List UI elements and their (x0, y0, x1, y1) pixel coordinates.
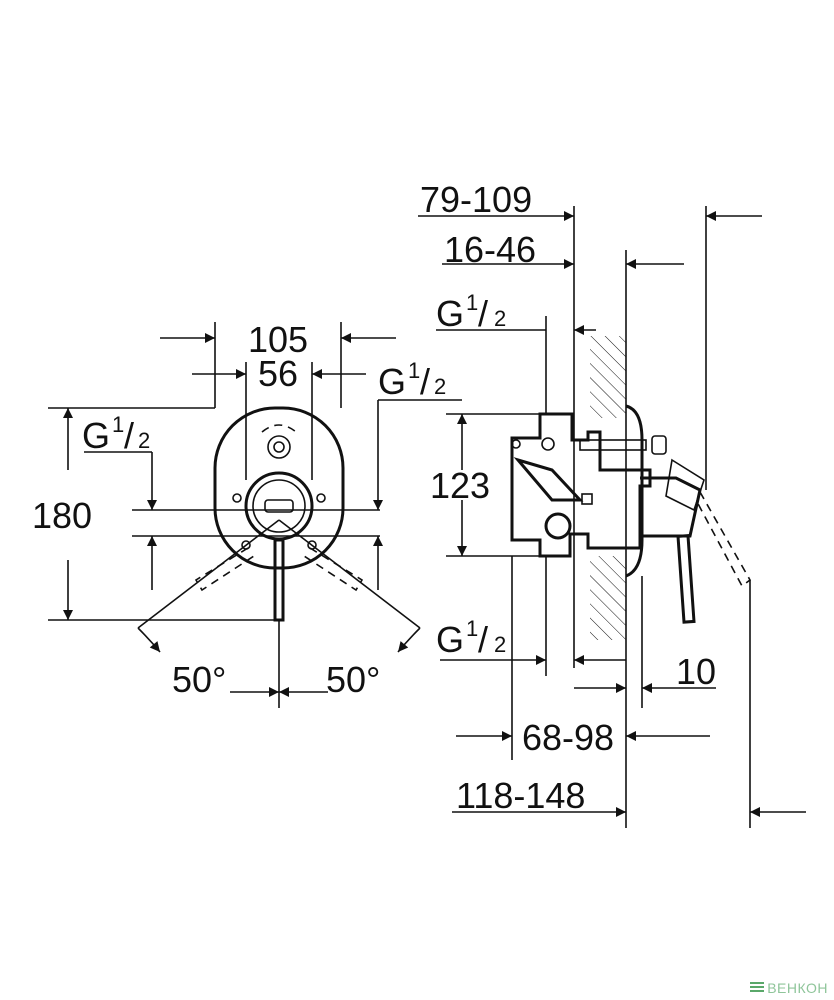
diverter-knob (267, 435, 291, 459)
svg-text:2: 2 (494, 632, 506, 657)
thread-label-side-top: G 1 / 2 (436, 290, 506, 334)
thread-label-side-bottom: G 1 / 2 (436, 616, 506, 660)
svg-text:/: / (478, 619, 488, 660)
wall-section-bottom (590, 556, 626, 640)
dim-180: 180 (32, 495, 92, 536)
dim-10: 10 (676, 651, 716, 692)
svg-text:/: / (124, 415, 134, 456)
side-lever (676, 534, 696, 624)
svg-text:2: 2 (434, 374, 446, 399)
svg-text:1: 1 (408, 358, 420, 383)
dim-123: 123 (430, 465, 490, 506)
dim-angle-right: 50° (326, 659, 380, 700)
svg-text:1: 1 (466, 616, 478, 641)
front-dimensions (48, 322, 462, 708)
svg-text:2: 2 (494, 306, 506, 331)
svg-text:G: G (378, 361, 406, 402)
dim-16-46: 16-46 (444, 229, 536, 270)
dim-angle-left: 50° (172, 659, 226, 700)
svg-text:2: 2 (138, 428, 150, 453)
side-dimensions (418, 206, 806, 828)
mixer-lever (273, 538, 285, 622)
svg-text:1: 1 (466, 290, 478, 315)
dim-79-109: 79-109 (420, 179, 532, 220)
brand-mark-icon (750, 982, 765, 994)
svg-text:G: G (436, 293, 464, 334)
handle-rosette (244, 471, 314, 541)
front-view (194, 406, 364, 622)
dim-68-98: 68-98 (522, 717, 614, 758)
watermark: ВЕНКОН (750, 980, 828, 996)
thread-label-front-right: G 1 / 2 (378, 358, 446, 402)
escutcheon-plate (213, 406, 345, 570)
dim-105: 105 (248, 319, 308, 360)
svg-text:/: / (420, 361, 430, 402)
thread-label-front-left: G 1 / 2 (82, 412, 150, 456)
svg-text:G: G (436, 619, 464, 660)
dim-56: 56 (258, 353, 298, 394)
svg-text:G: G (82, 415, 110, 456)
svg-text:1: 1 (112, 412, 124, 437)
dim-118-148: 118-148 (456, 775, 585, 816)
svg-text:/: / (478, 293, 488, 334)
valve-body (510, 412, 652, 558)
wall-section-top (590, 336, 626, 418)
